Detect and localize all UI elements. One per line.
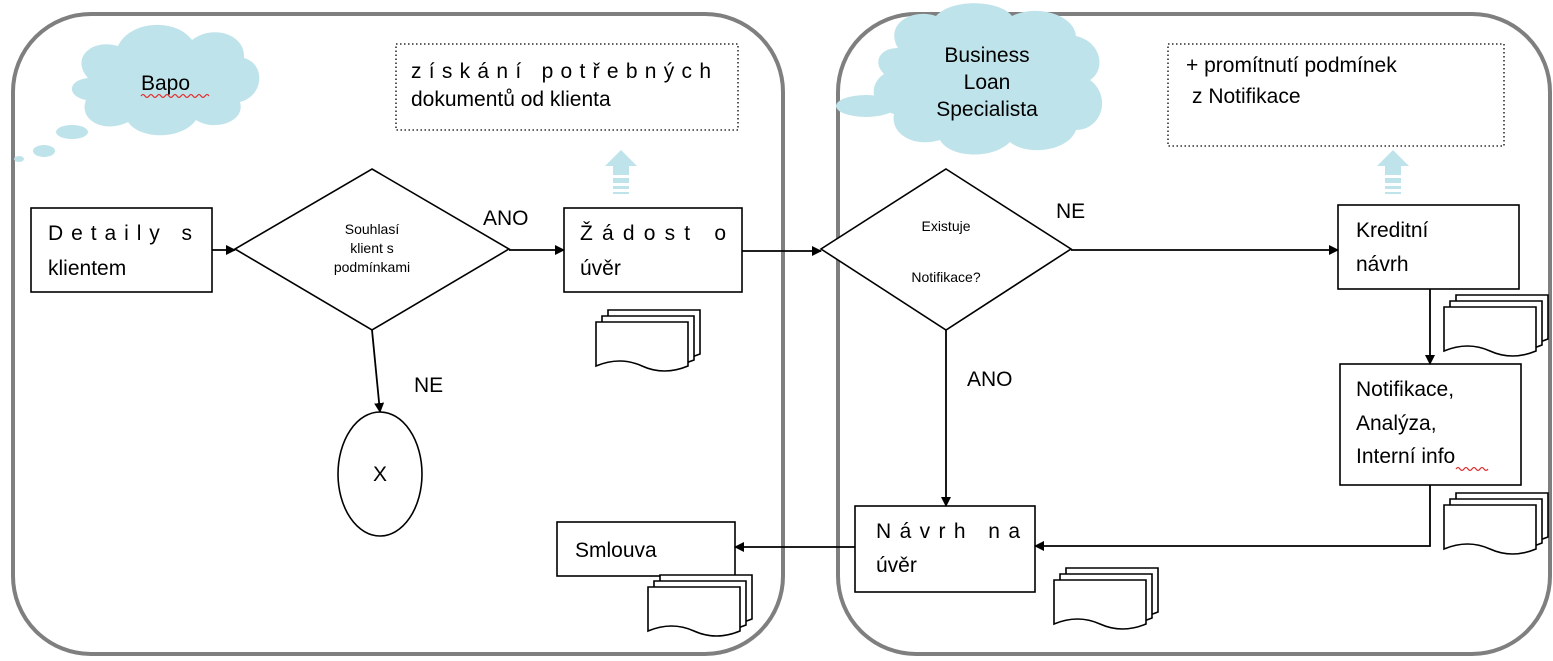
souhlasi-line-3: podmínkami [334, 259, 410, 275]
arrow-notifikace-to-navrh [1034, 485, 1431, 551]
up-arrow-right [1377, 150, 1409, 194]
notifikace-line-1: Notifikace, [1356, 378, 1454, 401]
lane-title-bapo: Bapo [141, 72, 190, 95]
notifikace-line-2: Analýza, [1356, 412, 1437, 435]
process-detaily-s-klientem [30, 207, 213, 293]
zadost-line-1: Žádost o [580, 222, 726, 245]
souhlasi-line-2: klient s [350, 240, 394, 256]
notifikace-line-3: Interní info [1356, 445, 1455, 468]
cloud-business-loan-specialista [836, 3, 1103, 155]
kreditni-line-1: Kreditní [1356, 219, 1429, 242]
spellcheck-underline-info [1455, 466, 1489, 472]
note-left-line-1: získání potřebných [411, 60, 711, 83]
process-notifikace-analyza [1339, 363, 1522, 486]
note-right [1167, 43, 1505, 147]
existuje-line-2: Notifikace? [911, 269, 980, 285]
process-zadost-o-uver [563, 207, 743, 293]
souhlasi-line-1: Souhlasí [345, 221, 400, 237]
label-ano-souhlasi: ANO [483, 207, 529, 230]
document-stack-icon [1443, 492, 1549, 555]
cloud-bapo [14, 24, 260, 162]
document-stack-icon [1053, 567, 1159, 630]
note-left-line-2: dokumentů od klienta [411, 88, 611, 111]
terminator-x-label: X [373, 463, 387, 486]
process-navrh-na-uver [854, 505, 1036, 593]
navrh-line-2: úvěr [876, 554, 917, 577]
label-ne-souhlasi: NE [414, 374, 443, 397]
lane-business-loan-specialista [836, 12, 1552, 656]
arrow-souhlasi-to-x [371, 329, 385, 413]
existuje-line-1: Existuje [921, 218, 970, 234]
label-ano-existuje: ANO [967, 368, 1013, 391]
document-stack-icon [647, 574, 753, 637]
kreditni-line-2: návrh [1356, 253, 1409, 276]
zadost-line-2: úvěr [580, 257, 621, 280]
spellcheck-underline [140, 93, 210, 99]
smlouva-label: Smlouva [575, 539, 657, 562]
note-right-line-2: z Notifikace [1192, 85, 1301, 108]
process-kreditni-navrh [1337, 204, 1520, 290]
document-stack-icon [1443, 294, 1549, 357]
lane-bapo [11, 12, 785, 656]
note-right-line-1: + promítnutí podmínek [1186, 54, 1397, 77]
note-left [395, 43, 739, 131]
detaily-line-2: klientem [48, 257, 126, 280]
lane-title-line-2: Loan [964, 71, 1011, 94]
up-arrow-left [605, 150, 637, 194]
document-stack-icon [595, 309, 701, 372]
lane-title-line-1: Business [944, 44, 1029, 67]
label-ne-existuje: NE [1056, 200, 1085, 223]
process-smlouva [556, 521, 736, 577]
lane-title-line-3: Specialista [936, 98, 1038, 121]
decision-existuje-notifikace [819, 168, 1073, 331]
